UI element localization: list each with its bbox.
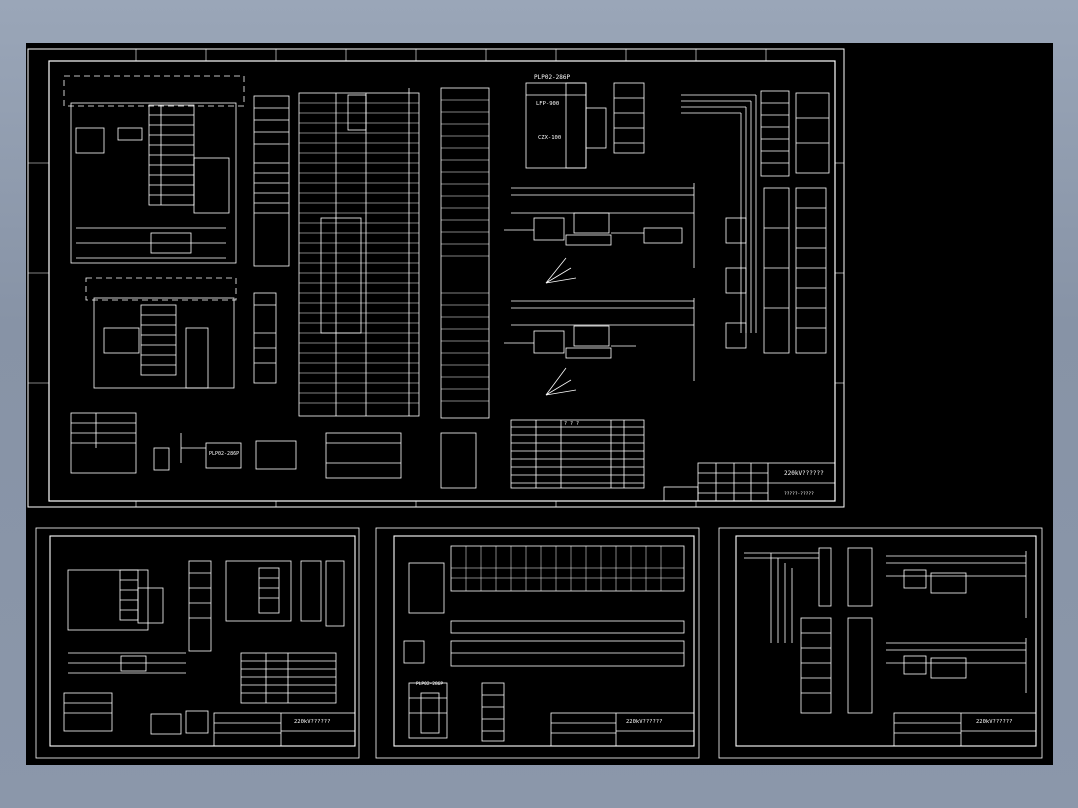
drawing-canvas: PLP02-286P LFP-900 CZX-100 PLP02-286P ? … (27, 48, 1043, 759)
czx-module-label: CZX-100 (538, 135, 561, 141)
bottom-mid-sheet (375, 527, 700, 759)
lfp-module-label: LFP-900 (536, 101, 559, 107)
main-sheet (27, 48, 845, 508)
bottom-left-sheet (35, 527, 360, 759)
cad-viewport[interactable]: PLP02-286P LFP-900 CZX-100 PLP02-286P ? … (26, 43, 1053, 765)
plc-top-label: PLP02-286P (534, 74, 571, 81)
plc-box-label: PLP02-286P (209, 451, 239, 457)
main-title-block-drawing-no: ?????-????? (784, 491, 814, 497)
bottom-mid-plc-label: PLP02-286P (416, 681, 443, 687)
bottom-mid-title: 220kV?????? (626, 719, 662, 725)
material-table-title: ? ? ? (564, 421, 579, 427)
main-title-block-title: 220kV?????? (784, 470, 824, 477)
bottom-right-title: 220kV?????? (976, 719, 1012, 725)
bottom-right-sheet (718, 527, 1043, 759)
bottom-left-title: 220kV?????? (294, 719, 330, 725)
